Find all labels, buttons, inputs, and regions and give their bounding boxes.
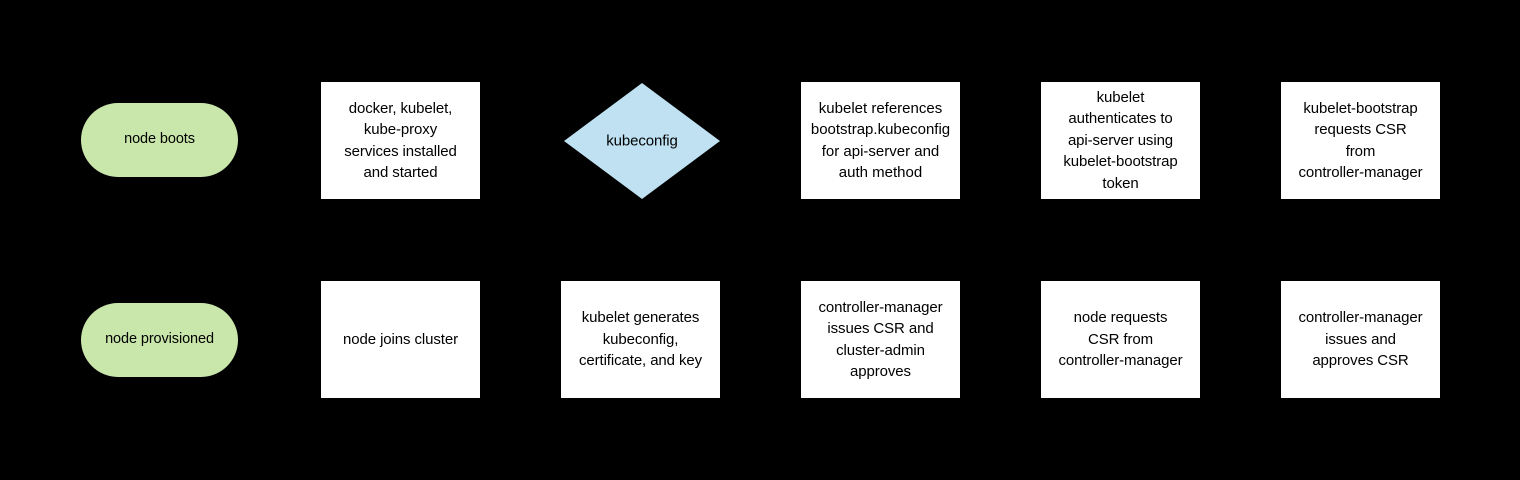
flow-node-kubelet-references-bootstrap[interactable]: kubelet references bootstrap.kubeconfig …: [801, 82, 960, 199]
flow-node-label: controller-manager issues CSR and cluste…: [818, 298, 943, 381]
flow-node-label: node provisioned: [105, 331, 214, 348]
flow-node-label: kubelet references bootstrap.kubeconfig …: [810, 99, 951, 182]
flow-node-label: node requests CSR from controller-manage…: [1058, 309, 1183, 370]
flow-node-node-joins-cluster[interactable]: node joins cluster: [321, 281, 480, 398]
flow-node-label: docker, kubelet, kube-proxy services ins…: [344, 99, 457, 182]
flow-node-label: kubelet authenticates to api-server usin…: [1063, 88, 1178, 192]
flow-node-label: kubelet generates kubeconfig, certificat…: [578, 309, 703, 370]
flow-node-kubelet-bootstrap-requests-csr[interactable]: kubelet-bootstrap requests CSR from cont…: [1281, 82, 1440, 199]
flow-node-label: node joins cluster: [343, 330, 458, 348]
flow-node-kubeconfig[interactable]: kubeconfig: [564, 83, 720, 199]
flow-node-node-provisioned[interactable]: node provisioned: [81, 303, 238, 377]
flow-node-label: controller-manager issues and approves C…: [1298, 309, 1423, 370]
flow-node-services-installed[interactable]: docker, kubelet, kube-proxy services ins…: [321, 82, 480, 199]
flow-node-node-boots[interactable]: node boots: [81, 103, 238, 177]
flow-node-label: node boots: [124, 131, 195, 148]
flow-node-controller-manager-approves[interactable]: controller-manager issues and approves C…: [1281, 281, 1440, 398]
diamond-icon: [564, 83, 720, 199]
flow-node-kubelet-generates[interactable]: kubelet generates kubeconfig, certificat…: [561, 281, 720, 398]
flow-node-controller-manager-issues-csr[interactable]: controller-manager issues CSR and cluste…: [801, 281, 960, 398]
flow-node-label: kubelet-bootstrap requests CSR from cont…: [1298, 99, 1423, 182]
flow-node-label: kubeconfig: [606, 132, 678, 150]
flow-node-node-requests-csr[interactable]: node requests CSR from controller-manage…: [1041, 281, 1200, 398]
flow-node-kubelet-authenticates[interactable]: kubelet authenticates to api-server usin…: [1041, 82, 1200, 199]
